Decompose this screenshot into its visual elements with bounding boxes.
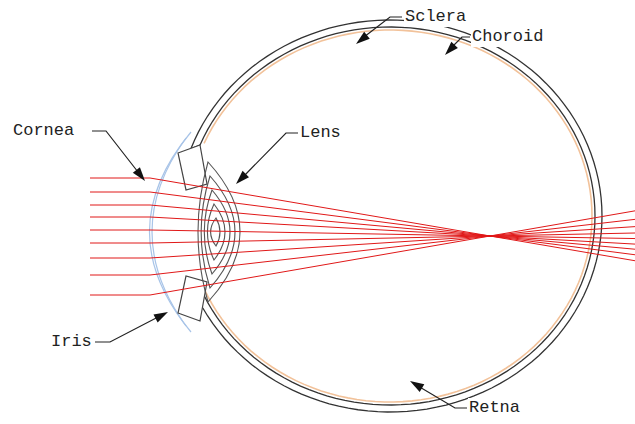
leader-arrowhead bbox=[153, 312, 168, 322]
sclera-outer bbox=[191, 20, 602, 412]
part-label: Iris bbox=[50, 332, 93, 352]
part-label: Cornea bbox=[12, 121, 75, 141]
light-ray bbox=[90, 219, 635, 275]
light-rays bbox=[90, 178, 635, 295]
leader-arrowhead bbox=[410, 381, 424, 392]
leader-arrowhead bbox=[236, 171, 249, 184]
part-label: Choroid bbox=[471, 27, 544, 47]
lens-layer bbox=[204, 190, 230, 274]
eyeball bbox=[191, 20, 602, 412]
light-ray bbox=[90, 205, 635, 249]
part-label: Sclera bbox=[404, 7, 467, 27]
leader-arrowhead bbox=[356, 32, 370, 44]
leader-line bbox=[364, 17, 402, 37]
part-label: Retna bbox=[468, 398, 521, 418]
iris-plate bbox=[178, 276, 207, 321]
leader-lines bbox=[92, 17, 470, 408]
choroid-layer bbox=[204, 30, 592, 402]
part-label: Lens bbox=[299, 123, 342, 143]
leader-arrowhead bbox=[133, 167, 145, 181]
leader-line bbox=[92, 131, 138, 172]
leader-arrowhead bbox=[445, 42, 458, 55]
leader-arrowheads bbox=[133, 32, 458, 392]
leader-line bbox=[95, 316, 160, 342]
light-ray bbox=[90, 227, 635, 258]
lens-layer bbox=[198, 162, 240, 302]
light-ray bbox=[90, 233, 635, 243]
leader-line bbox=[244, 133, 298, 176]
light-ray bbox=[90, 178, 635, 261]
lens-layer bbox=[201, 176, 235, 288]
lens-layer bbox=[207, 204, 225, 260]
light-ray bbox=[90, 211, 635, 295]
sclera-inner bbox=[200, 27, 595, 405]
lens-shape bbox=[198, 162, 240, 302]
leader-line bbox=[418, 386, 467, 408]
iris-shape bbox=[178, 145, 207, 321]
light-ray bbox=[90, 217, 635, 244]
light-ray bbox=[90, 192, 635, 255]
